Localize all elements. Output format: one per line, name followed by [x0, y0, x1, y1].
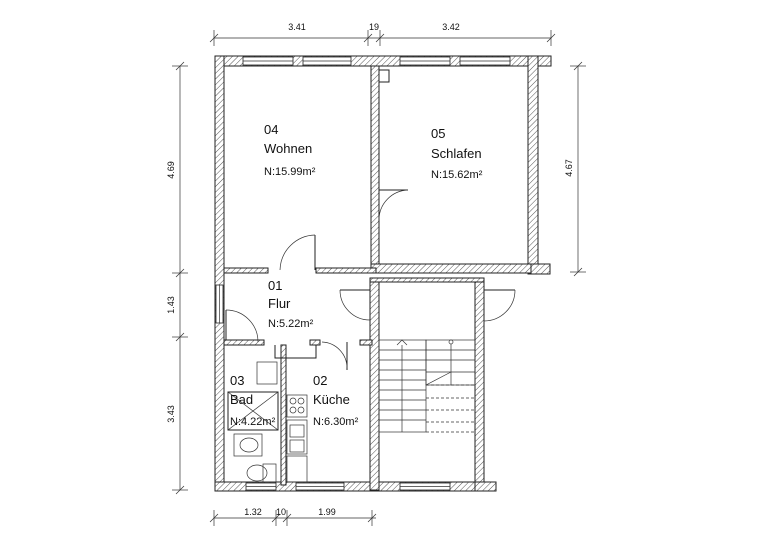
stair-flight-left: [378, 339, 427, 433]
room-kueche-name: Küche: [313, 392, 350, 407]
room-kueche-area: N:6.30m²: [313, 416, 359, 428]
stove: [286, 394, 308, 418]
wall-flur-bottom-mid: [309, 339, 321, 346]
staircase: [378, 339, 476, 433]
wall-stair-top: [369, 277, 485, 283]
wall-wohnen-schlafen: [370, 65, 380, 267]
room-flur-name: Flur: [268, 296, 291, 311]
room-wohnen-area: N:15.99m²: [264, 166, 316, 178]
interior-walls: [223, 65, 532, 491]
door-schlafen-swing: [378, 189, 409, 221]
door-stair-right-swing: [483, 289, 516, 322]
wall-right-upper: [527, 55, 539, 275]
room-labels: 04 Wohnen N:15.99m² 05 Schlafen N:15.62m…: [230, 122, 483, 428]
dim-left-2: 1.43: [166, 296, 176, 314]
room-wohnen-name: Wohnen: [264, 141, 312, 156]
dim-left-1: 4.69: [166, 161, 176, 179]
wall-bad-kueche: [280, 344, 287, 486]
room-flur-number: 01: [268, 278, 282, 293]
dim-top-3: 3.42: [442, 22, 460, 32]
wall-left: [214, 55, 225, 491]
stair-landing: [425, 339, 476, 386]
wall-bottom-right: [474, 481, 497, 492]
kitchen-sink: [286, 419, 308, 455]
room-kueche-number: 02: [313, 373, 327, 388]
dim-left-3: 3.43: [166, 405, 176, 423]
wall-wohnen-bottom-right: [315, 267, 377, 274]
door-bad-swing: [225, 309, 259, 343]
dim-bottom-1: 1.32: [244, 507, 262, 517]
dim-right-1: 4.67: [564, 159, 574, 177]
wall-schlafen-bottom: [370, 263, 532, 274]
room-schlafen-name: Schlafen: [431, 146, 482, 161]
wall-flur-bottom-left: [223, 339, 265, 346]
dim-top-2: 19: [369, 22, 379, 32]
dim-bottom-3: 1.99: [318, 507, 336, 517]
wall-flur-bottom-right: [359, 339, 373, 346]
chimney: [378, 69, 390, 83]
wall-stair-left: [369, 279, 380, 491]
dim-bottom-2: 10: [276, 507, 286, 517]
room-bad-name: Bad: [230, 392, 253, 407]
outer-walls: [214, 55, 552, 492]
shaft: [274, 345, 317, 359]
dimension-lines: 3.41 19 3.42 1.32 10 1.99 4.69 1.43 3.43: [166, 22, 586, 526]
fixtures: [227, 361, 308, 483]
shower-tray: [227, 391, 279, 431]
doors: [225, 189, 516, 370]
wall-wohnen-bottom-left: [223, 267, 269, 274]
room-flur-area: N:5.22m²: [268, 318, 314, 330]
stair-arrow-icon: [396, 339, 408, 346]
windows: [215, 56, 511, 491]
door-wohnen-swing: [279, 234, 316, 271]
room-schlafen-area: N:15.62m²: [431, 169, 483, 181]
washbasin: [233, 433, 263, 457]
door-kueche-swing: [321, 341, 348, 369]
room-schlafen-number: 05: [431, 126, 445, 141]
door-entry-swing: [339, 289, 371, 321]
dim-top-1: 3.41: [288, 22, 306, 32]
room-wohnen-number: 04: [264, 122, 278, 137]
kitchen-counter: [286, 455, 308, 483]
room-bad-area: N:4.22m²: [230, 416, 276, 428]
toilet: [246, 464, 268, 482]
wall-right-lower: [474, 279, 485, 491]
washer-box: [256, 361, 278, 385]
room-bad-number: 03: [230, 373, 244, 388]
